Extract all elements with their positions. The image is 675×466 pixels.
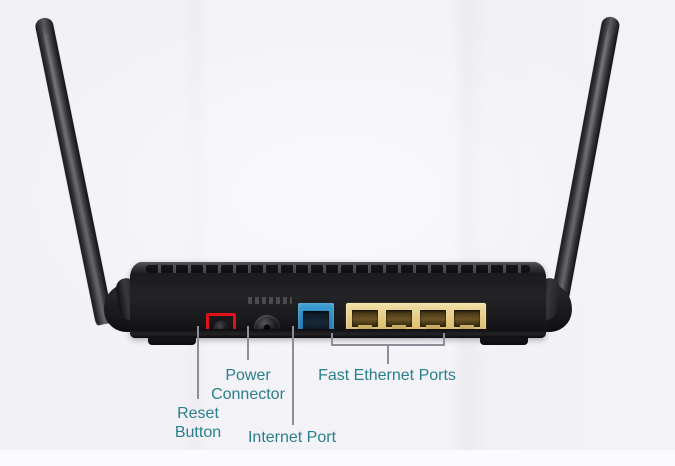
ethernet-port-2-jack bbox=[386, 310, 412, 327]
callout-ethernet-line1: Fast Ethernet Ports bbox=[318, 367, 456, 384]
router-device bbox=[101, 262, 575, 345]
ethernet-port-3-jack bbox=[420, 310, 446, 327]
router-top-bevel bbox=[130, 262, 546, 275]
callout-internet-line1: Internet Port bbox=[247, 429, 337, 446]
internet-port-jack bbox=[303, 311, 329, 331]
callout-reset-button: Reset Button bbox=[168, 404, 228, 442]
ethernet-bracket bbox=[331, 333, 445, 346]
router-rear-panel bbox=[130, 275, 546, 338]
callout-power-line1: Power bbox=[225, 367, 271, 384]
callout-reset-line2: Button bbox=[174, 424, 222, 441]
callout-power-connector: Power Connector bbox=[204, 366, 292, 404]
power-silkscreen-text bbox=[248, 297, 292, 304]
reset-button-highlight-box bbox=[206, 313, 236, 338]
power-leader-line bbox=[247, 326, 249, 360]
ethernet-port-4-jack bbox=[454, 310, 480, 327]
ethernet-port-1-jack bbox=[352, 310, 378, 327]
background-bottom-strip bbox=[0, 450, 675, 466]
ventilation-slots bbox=[146, 265, 530, 273]
callout-internet-port: Internet Port bbox=[239, 428, 345, 447]
router-chassis bbox=[130, 262, 546, 338]
internet-leader-line bbox=[292, 326, 294, 425]
ethernet-leader-line bbox=[387, 346, 389, 364]
callout-fast-ethernet-ports: Fast Ethernet Ports bbox=[317, 366, 457, 385]
router-bottom-lip bbox=[130, 329, 546, 338]
callout-reset-line1: Reset bbox=[177, 405, 219, 422]
callout-power-line2: Connector bbox=[211, 386, 285, 403]
left-foot bbox=[148, 338, 196, 345]
right-foot bbox=[480, 338, 528, 345]
reset-leader-line bbox=[197, 326, 199, 399]
